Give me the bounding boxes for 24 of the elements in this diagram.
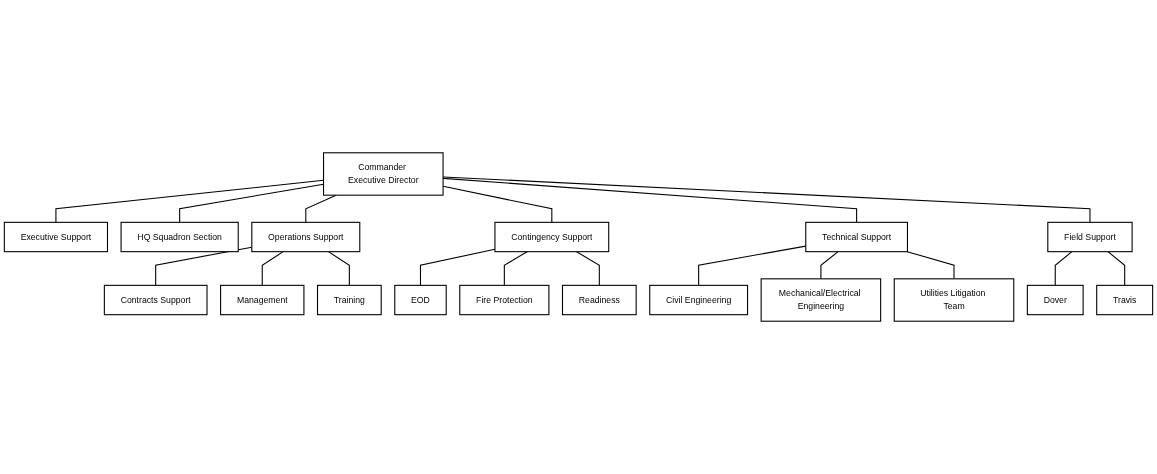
- connector: [1054, 251, 1073, 286]
- node-box: Field Support: [1047, 221, 1133, 253]
- node-box: Training: [316, 284, 382, 316]
- connector: [906, 251, 955, 280]
- connector: [419, 248, 496, 286]
- node-box: Fire Protection: [459, 284, 550, 316]
- node-box: Mechanical/Electrical Engineering: [760, 278, 882, 322]
- node-box: EOD: [394, 284, 447, 316]
- node-box: Management: [220, 284, 305, 316]
- node-box: Dover: [1026, 284, 1084, 316]
- node-box: Readiness: [561, 284, 637, 316]
- connector: [305, 194, 337, 223]
- node-box: Utilities Litigation Team: [893, 278, 1015, 322]
- node-box: Travis: [1096, 284, 1154, 316]
- node-box: Operations Support: [251, 221, 361, 253]
- node-box: Contracts Support: [103, 284, 208, 316]
- node-box: Contingency Support: [494, 221, 610, 253]
- connector: [820, 251, 839, 280]
- node-box: Civil Engineering: [649, 284, 749, 316]
- node-box: Executive Support: [3, 221, 109, 253]
- node-box: HQ Squadron Section: [120, 221, 239, 253]
- node-box: Technical Support: [805, 221, 908, 253]
- node-box: Commander Executive Director: [323, 152, 444, 196]
- connector: [1107, 251, 1126, 286]
